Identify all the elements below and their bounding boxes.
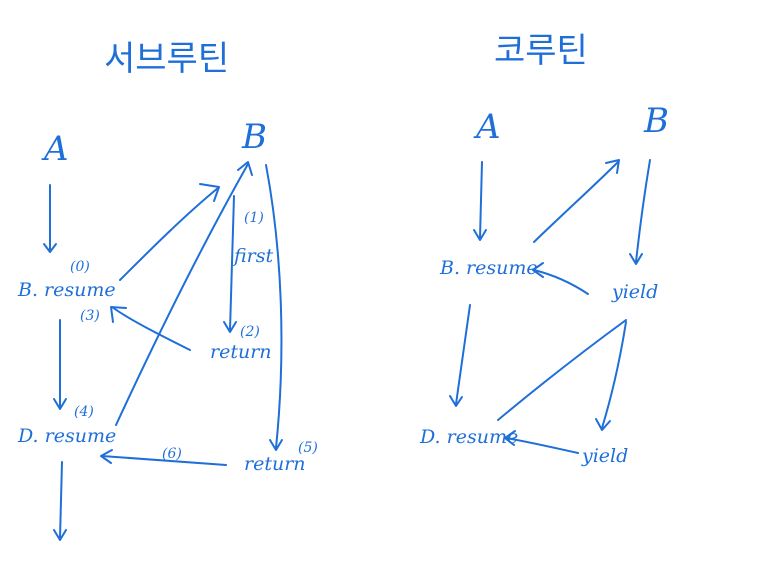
arrow-b-to-yield-1 <box>635 159 651 263</box>
first-label: first <box>232 245 274 267</box>
arrowhead <box>473 229 487 241</box>
coroutine-node-a: A <box>473 107 501 147</box>
step-4-label: (4) <box>74 404 94 420</box>
arrow-b-to-return-2 <box>265 164 283 449</box>
arrowhead <box>595 418 611 431</box>
arrowhead <box>110 306 127 323</box>
arrowhead <box>269 439 283 451</box>
arrow-yield-1-to-call-1 <box>533 269 589 295</box>
arrow-return-to-call-1 <box>111 306 191 351</box>
subroutine-call-2-label: D. resume <box>17 425 116 447</box>
arrow-return-2-to-call-2 <box>101 455 227 466</box>
arrow-b-first-to-return <box>229 195 235 331</box>
arrowhead <box>223 321 237 333</box>
arrowhead <box>605 159 620 174</box>
arrow-call-2-to-yield-1 <box>497 319 627 421</box>
coroutine-diagram: 코루틴 A B B. resume yield D. resume yield <box>419 31 669 467</box>
arrow-call-2-down <box>59 461 63 539</box>
arrow-call-1-to-b <box>119 187 219 281</box>
coroutine-call-1-label: B. resume <box>439 257 538 279</box>
arrowhead <box>504 430 516 446</box>
step-0-label: (0) <box>70 259 90 275</box>
return-1-label: return <box>210 341 272 363</box>
yield-2-label: yield <box>581 445 628 467</box>
arrow-yield-2-to-call-2 <box>505 437 579 454</box>
arrow-call-1-to-call-2 <box>455 304 471 405</box>
arrowhead <box>100 449 113 464</box>
step-6-label: (6) <box>162 446 182 462</box>
arrowhead <box>53 398 67 410</box>
arrowhead <box>629 253 643 265</box>
coroutine-title: 코루틴 <box>494 31 588 71</box>
coroutine-call-2-label: D. resume <box>419 426 518 448</box>
arrow-yield-1-to-yield-2 <box>601 321 627 429</box>
subroutine-node-b: B <box>241 117 267 157</box>
return-2-label: return <box>244 453 306 475</box>
subroutine-node-a: A <box>41 129 69 169</box>
step-5-label: (5) <box>298 440 318 456</box>
arrowhead <box>199 183 220 202</box>
arrowhead <box>449 395 463 407</box>
arrow-a-to-call-1 <box>479 161 483 239</box>
arrowhead <box>532 262 544 278</box>
step-3-label: (3) <box>80 308 100 324</box>
subroutine-call-1-label: B. resume <box>17 279 116 301</box>
subroutine-diagram: 서브루틴 A B (0) B. resume (3) (1) first (2)… <box>17 39 318 541</box>
subroutine-arrows <box>43 161 283 541</box>
subroutine-title: 서브루틴 <box>104 39 229 79</box>
arrowhead <box>43 243 57 253</box>
yield-1-label: yield <box>611 281 658 303</box>
arrow-call-1-to-b <box>533 161 619 243</box>
arrowhead <box>237 161 253 176</box>
coroutine-arrows <box>449 159 651 454</box>
step-1-label: (1) <box>244 210 264 226</box>
coroutine-node-b: B <box>643 101 669 141</box>
arrowhead <box>53 529 67 541</box>
arrow-call-2-to-b <box>115 163 249 426</box>
step-2-label: (2) <box>240 324 260 340</box>
